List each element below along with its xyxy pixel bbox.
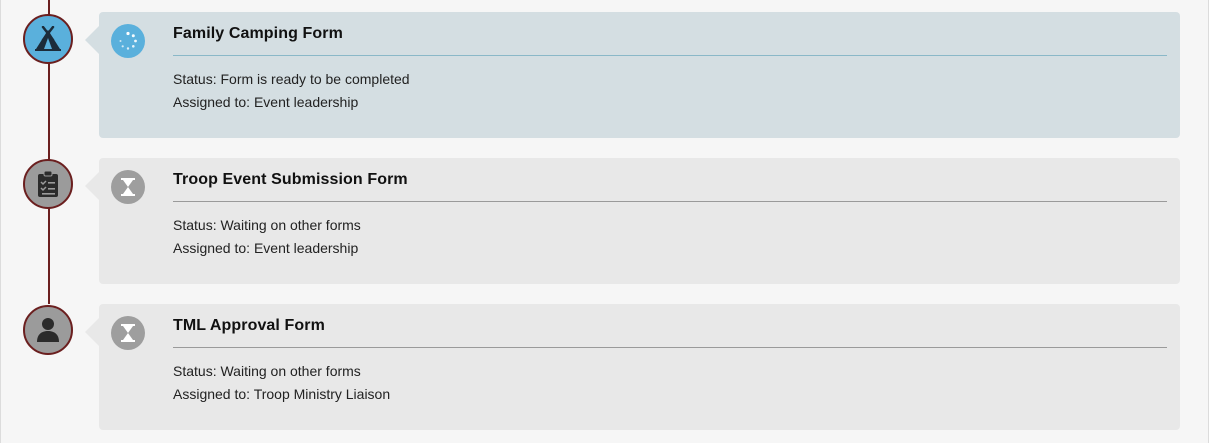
- person-icon: [37, 318, 59, 342]
- assigned-line: Assigned to: Event leadership: [173, 240, 358, 256]
- divider: [173, 347, 1167, 348]
- timeline-line: [48, 0, 50, 304]
- status-value: Waiting on other forms: [220, 217, 361, 233]
- status-label: Status:: [173, 363, 217, 379]
- assigned-value: Event leadership: [253, 240, 359, 256]
- frame-left-border: [0, 0, 1, 443]
- status-line: Status: Waiting on other forms: [173, 217, 361, 233]
- assigned-label: Assigned to:: [173, 386, 251, 402]
- timeline-node-tml-approval: [23, 305, 73, 355]
- assigned-value: Troop Ministry Liaison: [253, 386, 391, 402]
- status-value: Form is ready to be completed: [220, 71, 410, 87]
- status-label: Status:: [173, 217, 217, 233]
- form-title[interactable]: TML Approval Form: [173, 317, 325, 334]
- spinner-icon: [119, 31, 137, 50]
- timeline-node-troop-event: [23, 159, 73, 209]
- divider: [173, 201, 1167, 202]
- status-icon-wrapper: [111, 316, 145, 350]
- form-card[interactable]: TML Approval Form Status: Waiting on oth…: [85, 304, 1180, 430]
- status-value: Waiting on other forms: [220, 363, 361, 379]
- form-title[interactable]: Family Camping Form: [173, 25, 343, 42]
- hourglass-icon: [121, 324, 135, 342]
- timeline-node-family-camping: [23, 14, 73, 64]
- divider: [173, 55, 1167, 56]
- assigned-line: Assigned to: Troop Ministry Liaison: [173, 386, 390, 402]
- assigned-line: Assigned to: Event leadership: [173, 94, 358, 110]
- clipboard-icon: [38, 170, 58, 197]
- status-icon-wrapper: [111, 24, 145, 58]
- form-card[interactable]: Family Camping Form Status: Form is read…: [85, 12, 1180, 138]
- form-card[interactable]: Troop Event Submission Form Status: Wait…: [85, 158, 1180, 284]
- hourglass-icon: [121, 178, 135, 196]
- assigned-value: Event leadership: [253, 94, 359, 110]
- assigned-label: Assigned to:: [173, 240, 251, 256]
- status-icon-wrapper: [111, 170, 145, 204]
- form-title[interactable]: Troop Event Submission Form: [173, 171, 408, 188]
- tent-icon: [35, 26, 61, 51]
- status-label: Status:: [173, 71, 217, 87]
- status-line: Status: Waiting on other forms: [173, 363, 361, 379]
- status-line: Status: Form is ready to be completed: [173, 71, 410, 87]
- assigned-label: Assigned to:: [173, 94, 251, 110]
